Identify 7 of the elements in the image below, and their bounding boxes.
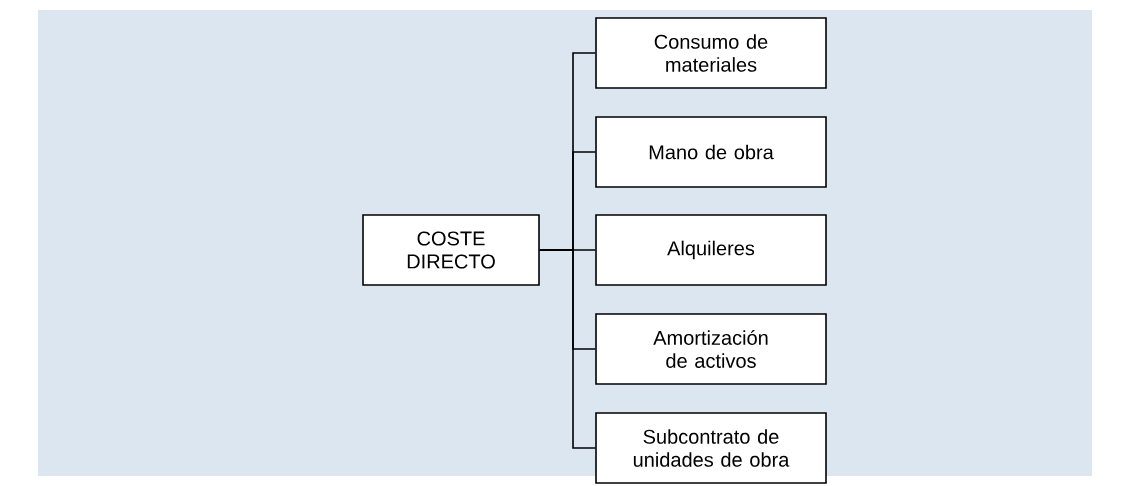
connector-line bbox=[539, 249, 596, 449]
category-box: Alquileres bbox=[595, 214, 827, 286]
category-box: Consumo de materiales bbox=[595, 17, 827, 89]
category-box: Amortización de activos bbox=[595, 313, 827, 385]
category-box: Mano de obra bbox=[595, 116, 827, 188]
category-box: Subcontrato de unidades de obra bbox=[595, 412, 827, 484]
root-box: COSTE DIRECTO bbox=[362, 214, 540, 286]
